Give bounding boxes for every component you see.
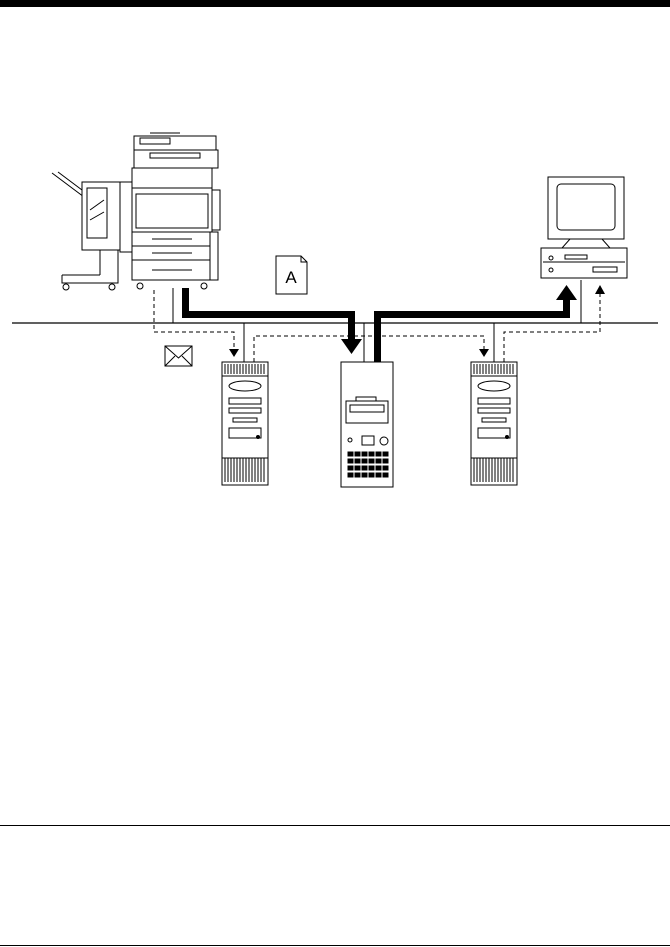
mail-server-tower-icon bbox=[471, 362, 517, 485]
section-divider bbox=[0, 825, 670, 826]
file-server-tower-icon bbox=[341, 362, 393, 487]
footer-divider bbox=[0, 945, 670, 946]
multifunction-printer-icon bbox=[52, 133, 220, 290]
document-letter: A bbox=[285, 268, 297, 287]
envelope-icon bbox=[165, 346, 192, 366]
mail-server-tower-icon bbox=[222, 362, 268, 485]
document-icon: A bbox=[276, 256, 307, 294]
desktop-computer-icon bbox=[541, 177, 627, 278]
email-arrowheads bbox=[229, 285, 605, 357]
